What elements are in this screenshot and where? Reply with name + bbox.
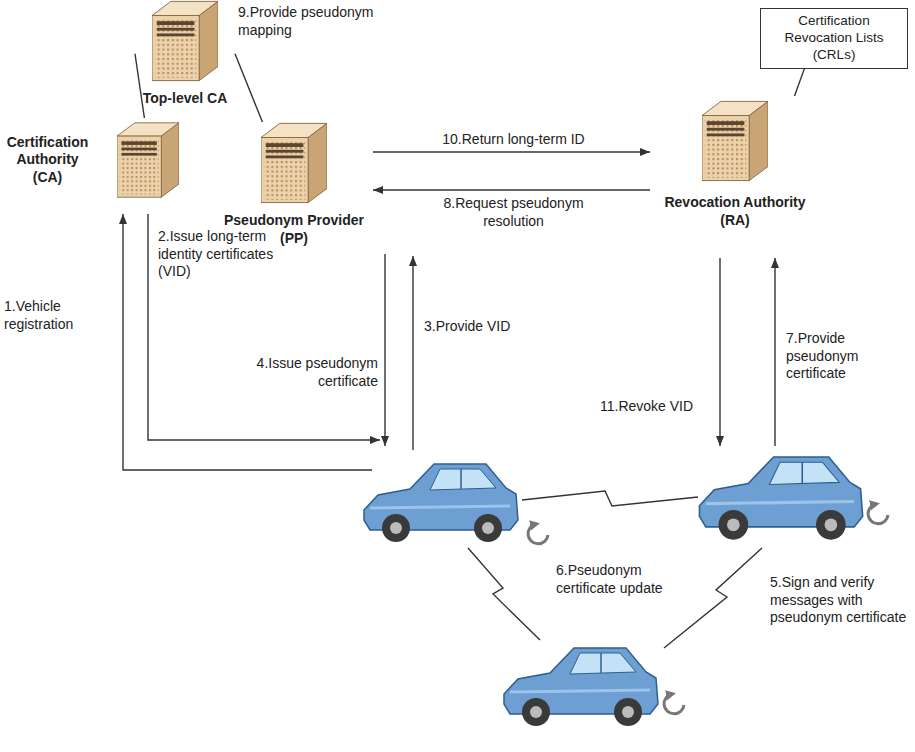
- vehicle: [364, 464, 518, 542]
- server-node: Revocation Authority (RA): [650, 96, 820, 229]
- step-label: 11.Revoke VID: [600, 398, 714, 416]
- node-label: Revocation Authority (RA): [650, 194, 820, 229]
- server-icon: [261, 122, 327, 204]
- server-node: Top-level CA: [135, 0, 235, 108]
- connector: [235, 54, 262, 122]
- update-curl: [528, 524, 548, 544]
- node-label: Certification Authority (CA): [0, 134, 95, 187]
- step-label: 2.Issue long-term identity certificates …: [158, 228, 308, 281]
- update-curl: [664, 694, 684, 714]
- node-label: Top-level CA: [143, 90, 228, 108]
- connector: [135, 54, 144, 118]
- vehicle: [504, 648, 658, 726]
- step-label: 6.Pseudonym certificate update: [556, 562, 696, 597]
- step-label: 5.Sign and verify messages with pseudony…: [770, 574, 910, 627]
- provide-pseudonym-arrow: [774, 258, 775, 446]
- update-curl: [868, 504, 888, 524]
- revoke-vid-arrow: [719, 258, 720, 446]
- server-icon: [152, 0, 218, 82]
- issue-pseudonym-arrow: [384, 254, 385, 446]
- radio-link: [468, 548, 540, 640]
- node-label: Certification Revocation Lists (CRLs): [767, 13, 901, 64]
- step-label: 3.Provide VID: [424, 318, 534, 336]
- server-icon: [117, 118, 179, 202]
- step-label: 9.Provide pseudonym mapping: [238, 4, 398, 39]
- provide-vid-arrow: [412, 256, 413, 450]
- step-label: 7.Provide pseudonym certificate: [786, 330, 896, 383]
- edge-label: 10.Return long-term ID: [422, 131, 606, 149]
- server-icon: [702, 96, 768, 186]
- note-box: Certification Revocation Lists (CRLs): [760, 8, 908, 69]
- issue-vid-arrow: [148, 214, 380, 440]
- connector: [795, 69, 805, 96]
- step-label: 4.Issue pseudonym certificate: [246, 355, 378, 390]
- radio-link: [664, 548, 762, 648]
- server-node: Certification Authority (CA): [0, 118, 190, 202]
- connector: [373, 151, 650, 152]
- connector: [373, 189, 650, 190]
- step-label: 1.Vehicle registration: [4, 298, 96, 333]
- radio-link: [522, 491, 698, 506]
- registration-arrow: [123, 214, 372, 470]
- edge-label: 8.Request pseudonym resolution: [422, 195, 606, 230]
- vehicle: [699, 457, 862, 540]
